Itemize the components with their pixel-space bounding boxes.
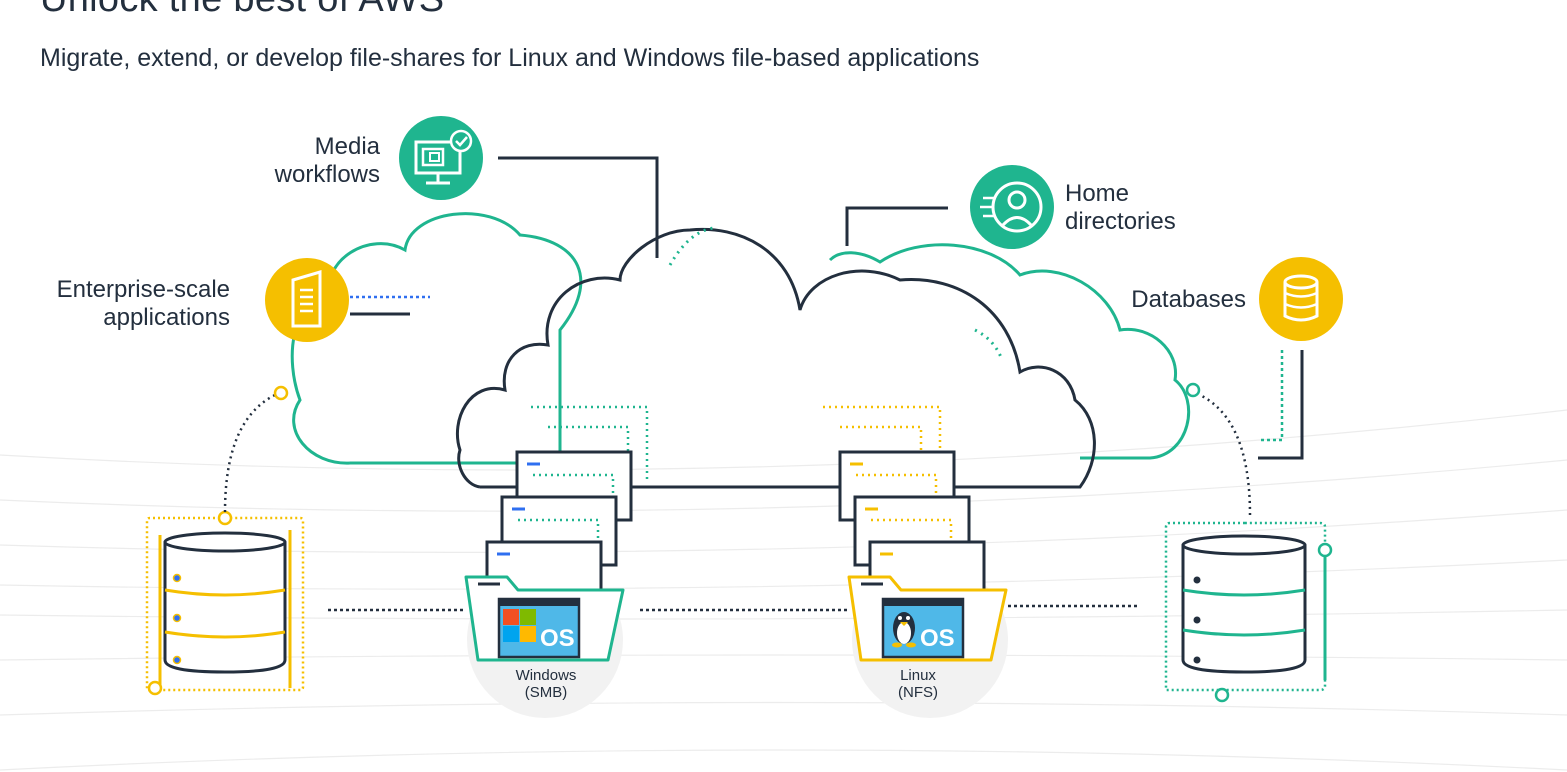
windows-smb-label: Windows (SMB) <box>515 667 577 701</box>
databases-label: Databases <box>1131 286 1246 313</box>
connector-db-dots <box>1258 350 1284 442</box>
linux-penguin-icon <box>892 612 916 648</box>
windows-os-badge: OS <box>540 625 575 652</box>
right-storage-database <box>1164 382 1333 703</box>
building-icon <box>265 258 349 342</box>
windows-file-stack <box>485 405 649 612</box>
linux-file-stack <box>823 405 986 612</box>
cloud-accent-dots-top <box>668 226 716 266</box>
user-profile-icon <box>970 165 1054 249</box>
cloud-right-teal <box>828 243 1191 460</box>
monitor-check-icon <box>399 116 483 200</box>
connector-home <box>845 206 948 246</box>
cloud-accent-dots-right <box>974 328 1004 361</box>
linux-nfs-label: Linux (NFS) <box>898 667 938 701</box>
media-workflows-label: Media workflows <box>274 133 380 188</box>
left-storage-database <box>145 385 305 696</box>
connector-media <box>498 156 659 258</box>
windows-logo-icon <box>503 609 536 642</box>
linux-os-badge: OS <box>920 625 955 652</box>
page-subtitle: Migrate, extend, or develop file-shares … <box>40 44 980 72</box>
cloud-center-dark <box>455 227 1096 489</box>
database-icon <box>1259 257 1343 341</box>
home-directories-label: Home directories <box>1065 180 1176 235</box>
page-title: Unlock the best of AWS <box>40 0 444 21</box>
enterprise-applications-label: Enterprise-scale applications <box>56 276 230 331</box>
connector-db-dark <box>1258 350 1304 460</box>
cloud-left-teal <box>290 212 583 465</box>
